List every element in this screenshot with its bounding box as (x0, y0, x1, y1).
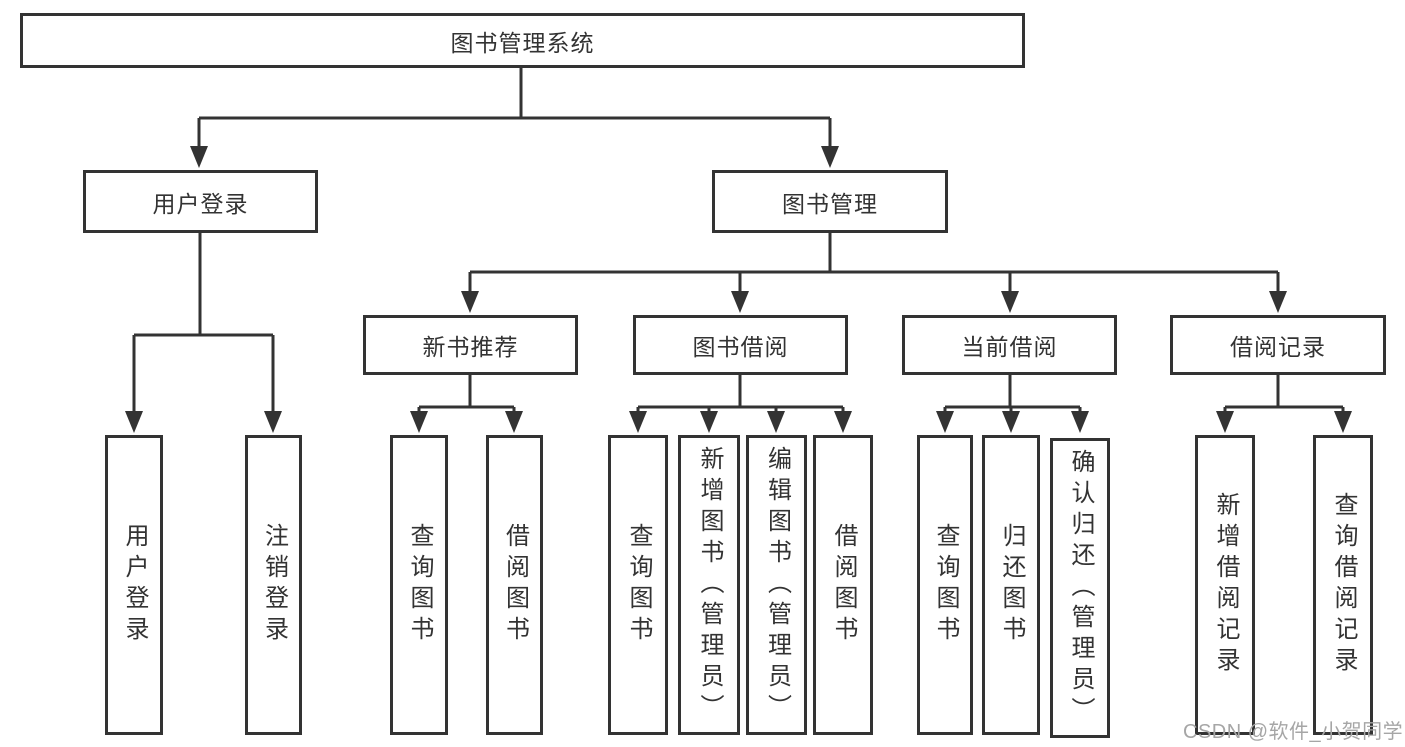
node-new-book-rec-label: 新书推荐 (422, 334, 519, 360)
node-borrow-records-label: 借阅记录 (1230, 334, 1326, 360)
csdn-watermark: CSDN @软件_小贺同学 (1183, 721, 1404, 743)
node-leaf-query-book-2: 查询图书 (608, 435, 668, 735)
node-leaf-add-book: 新增图书（管理员） (678, 435, 740, 735)
arrowhead (1269, 291, 1287, 313)
node-leaf-query-book-3: 查询图书 (917, 435, 973, 735)
connector-book-mgmt (468, 233, 1280, 292)
node-leaf-borrow-book-2-label: 借阅图书 (830, 523, 857, 647)
arrowhead (410, 411, 428, 433)
node-new-book-rec: 新书推荐 (363, 315, 578, 375)
arrowhead (125, 411, 143, 433)
arrowhead (190, 146, 208, 168)
arrowhead (1216, 411, 1234, 433)
node-leaf-query-book-3-label: 查询图书 (932, 523, 959, 647)
node-book-mgmt: 图书管理 (712, 170, 948, 233)
arrowhead (700, 411, 718, 433)
node-leaf-borrow-book-1-label: 借阅图书 (501, 523, 529, 647)
node-leaf-return-book: 归还图书 (982, 435, 1040, 735)
node-leaf-query-book-1-label: 查询图书 (406, 523, 433, 647)
arrowhead (821, 146, 839, 168)
node-current-borrow: 当前借阅 (902, 315, 1117, 375)
arrowhead (936, 411, 954, 433)
node-leaf-add-record-label: 新增借阅记录 (1212, 492, 1239, 678)
arrowhead (1071, 411, 1089, 433)
node-book-borrow-label: 图书借阅 (692, 334, 789, 360)
node-leaf-logout: 注销登录 (245, 435, 302, 735)
node-leaf-borrow-book-1: 借阅图书 (486, 435, 543, 735)
node-leaf-user-login: 用户登录 (105, 435, 163, 735)
connector-current-borrow (943, 375, 1082, 412)
arrowhead (505, 411, 523, 433)
arrowhead (629, 411, 647, 433)
arrowhead (731, 291, 749, 313)
node-leaf-query-record: 查询借阅记录 (1313, 435, 1373, 735)
node-leaf-add-book-label: 新增图书（管理员） (696, 445, 723, 725)
node-leaf-edit-book-label: 编辑图书（管理员） (763, 445, 791, 725)
connector-borrow-records (1223, 375, 1345, 412)
node-leaf-query-book-2-label: 查询图书 (625, 523, 652, 647)
node-leaf-confirm-return: 确认归还（管理员） (1050, 438, 1110, 738)
node-root: 图书管理系统 (20, 13, 1025, 68)
arrowhead (1001, 291, 1019, 313)
connector-book-borrow (636, 375, 845, 412)
arrowhead (1334, 411, 1352, 433)
node-user-login: 用户登录 (83, 170, 318, 233)
node-leaf-edit-book: 编辑图书（管理员） (746, 435, 807, 735)
node-leaf-user-login-label: 用户登录 (121, 523, 148, 647)
arrowhead (834, 411, 852, 433)
node-leaf-borrow-book-2: 借阅图书 (813, 435, 873, 735)
node-current-borrow-label: 当前借阅 (961, 334, 1058, 360)
connector-user-login (132, 233, 275, 412)
arrowhead (1002, 411, 1020, 433)
node-leaf-return-book-label: 归还图书 (998, 523, 1025, 647)
node-root-label: 图书管理系统 (450, 29, 595, 56)
node-leaf-confirm-return-label: 确认归还（管理员） (1067, 448, 1094, 728)
connector-new-book-rec (417, 375, 516, 412)
node-book-borrow: 图书借阅 (633, 315, 848, 375)
node-book-mgmt-label: 图书管理 (782, 190, 878, 217)
node-leaf-add-record: 新增借阅记录 (1195, 435, 1255, 735)
arrowheads (125, 146, 1352, 433)
node-leaf-logout-label: 注销登录 (260, 523, 288, 647)
node-user-login-label: 用户登录 (152, 190, 249, 217)
node-leaf-query-book-1: 查询图书 (390, 435, 448, 735)
connector-root (197, 68, 832, 147)
arrowhead (461, 291, 479, 313)
arrowhead (767, 411, 785, 433)
node-borrow-records: 借阅记录 (1170, 315, 1386, 375)
arrowhead (264, 411, 282, 433)
node-leaf-query-record-label: 查询借阅记录 (1330, 492, 1357, 678)
